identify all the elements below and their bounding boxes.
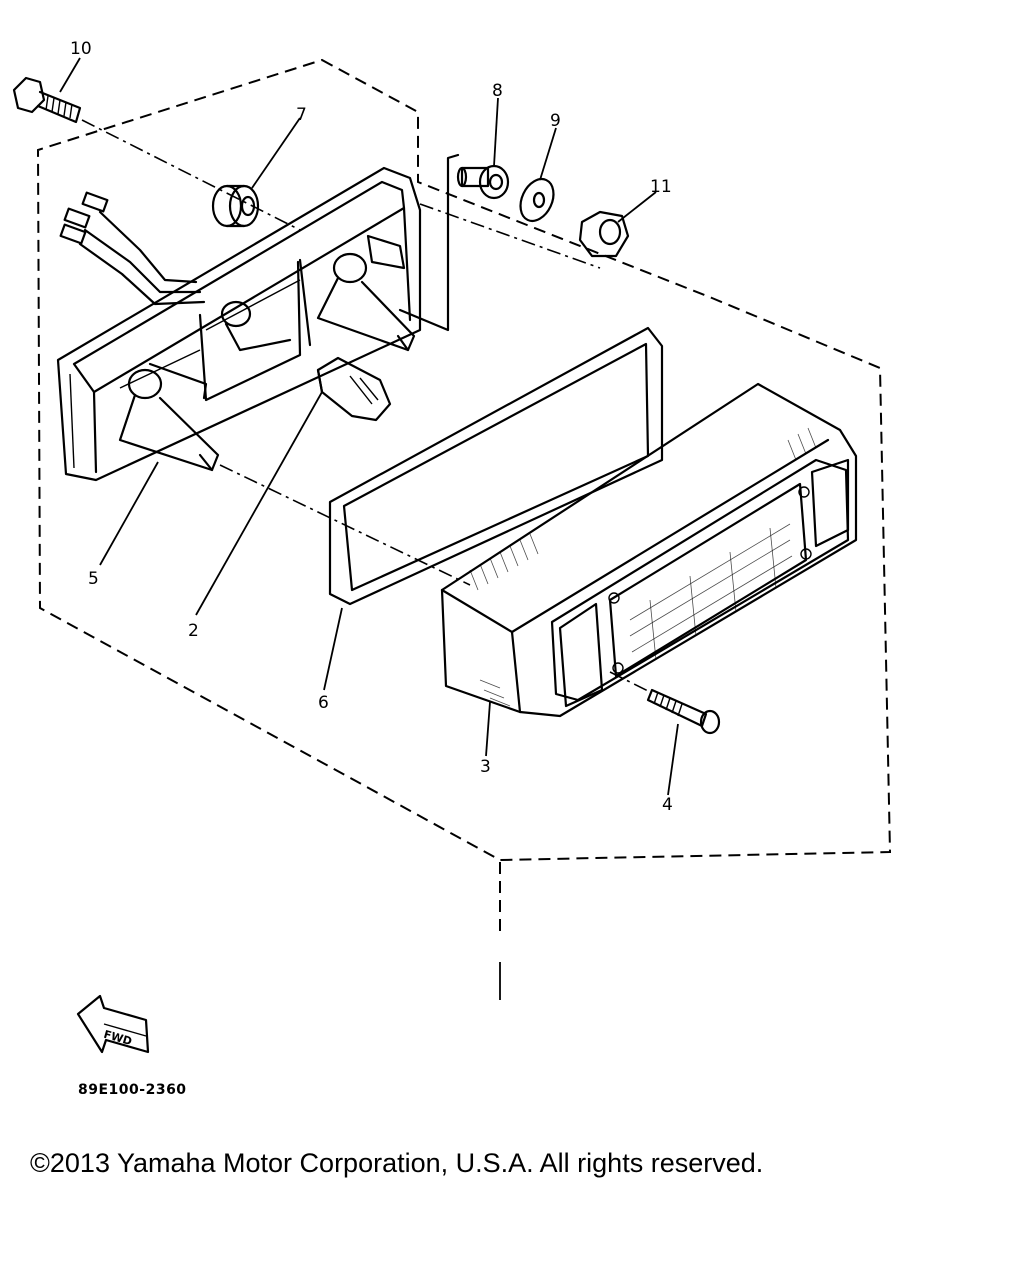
bracket-line bbox=[398, 153, 460, 332]
leader-9 bbox=[539, 127, 557, 181]
callout-6: 6 bbox=[318, 693, 329, 713]
callout-11: 11 bbox=[650, 177, 672, 197]
assembly-line-bolt bbox=[81, 119, 301, 231]
callout-9: 9 bbox=[550, 111, 561, 131]
nut-part-11 bbox=[578, 210, 630, 258]
callout-3: 3 bbox=[480, 757, 491, 777]
callout-5: 5 bbox=[88, 569, 99, 589]
assembly-line-nut bbox=[419, 203, 601, 269]
leader-11 bbox=[617, 191, 657, 223]
taillight-base bbox=[56, 166, 422, 482]
callout-7: 7 bbox=[296, 105, 307, 125]
leader-10 bbox=[59, 57, 81, 93]
bolt-part-10 bbox=[12, 76, 82, 124]
callout-2: 2 bbox=[188, 621, 199, 641]
leader-3 bbox=[485, 701, 491, 757]
leader-5 bbox=[99, 461, 159, 566]
leader-8 bbox=[493, 97, 499, 167]
fwd-arrow-icon: FWD bbox=[76, 994, 150, 1054]
lens-part-3 bbox=[440, 382, 858, 718]
copyright-notice: ©2013 Yamaha Motor Corporation, U.S.A. A… bbox=[30, 1148, 764, 1178]
assembly-boundary bbox=[36, 58, 892, 862]
callout-8: 8 bbox=[492, 81, 503, 101]
gasket-part-6 bbox=[328, 326, 664, 606]
callout-10: 10 bbox=[70, 39, 92, 59]
collar-part-8 bbox=[456, 164, 510, 200]
callout-4: 4 bbox=[662, 795, 673, 815]
grommet-part-7 bbox=[211, 184, 260, 228]
diagram-code: 89E100-2360 bbox=[78, 1082, 187, 1098]
leader-4 bbox=[667, 723, 679, 796]
washer-part-9 bbox=[519, 177, 555, 223]
leader-6 bbox=[323, 607, 343, 691]
screw-part-4 bbox=[609, 671, 721, 735]
leader-7 bbox=[251, 117, 301, 189]
bulb-part-2 bbox=[316, 356, 392, 422]
leader-2 bbox=[195, 391, 323, 616]
